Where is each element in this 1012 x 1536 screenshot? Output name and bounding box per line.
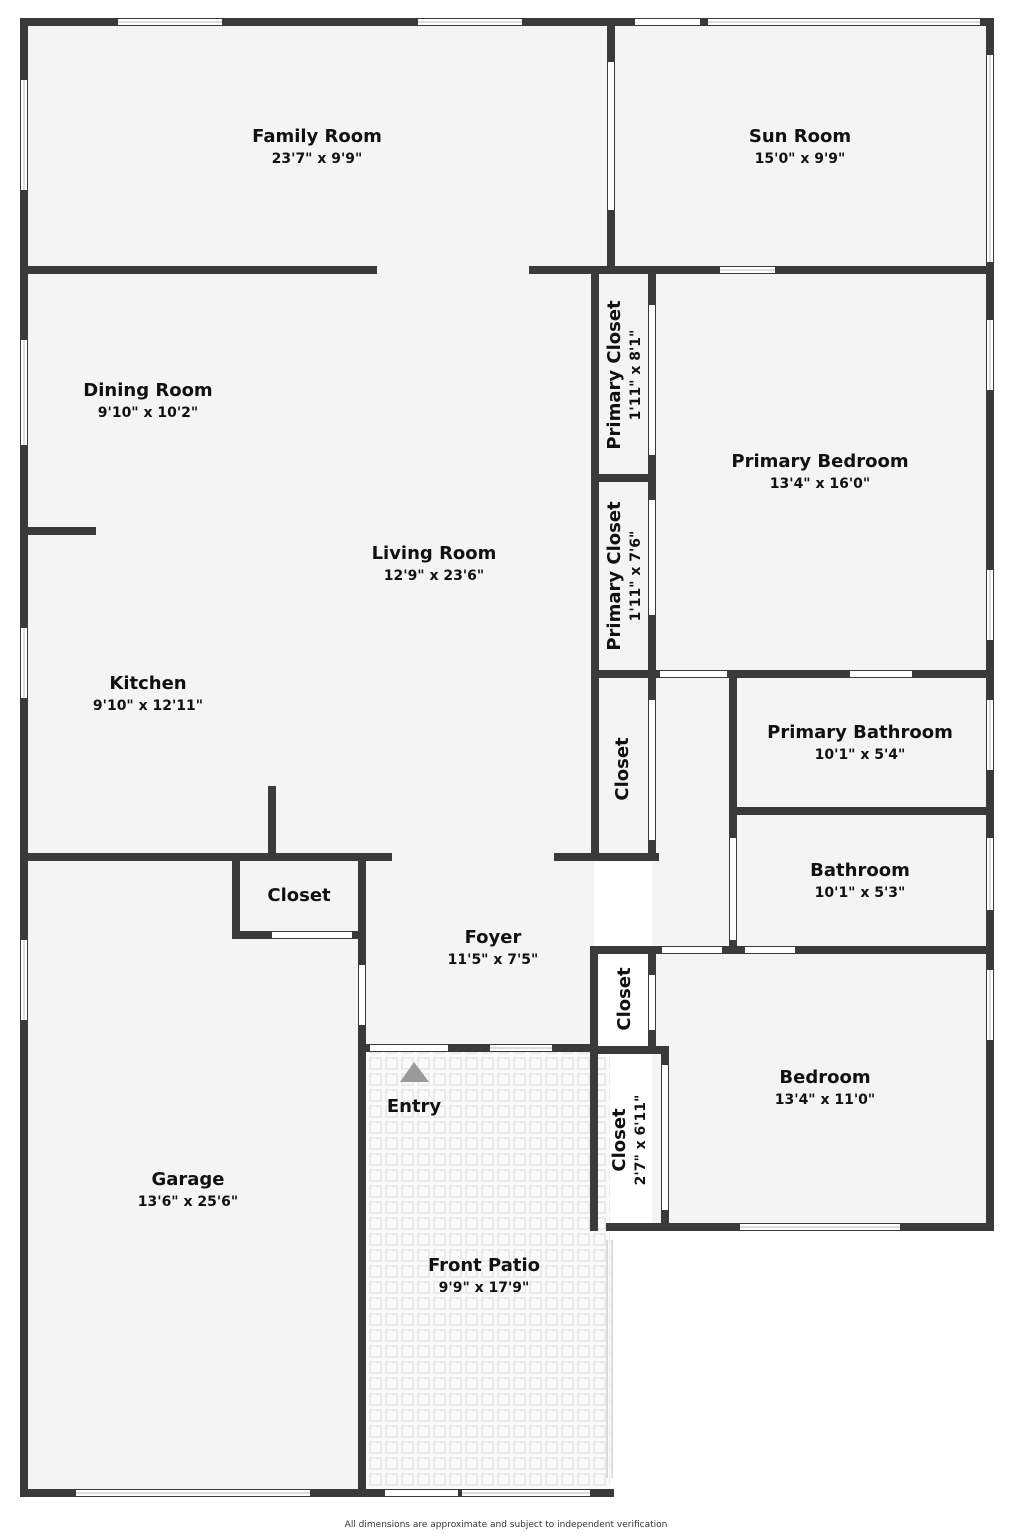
room-name: Closet: [267, 885, 331, 906]
door-openings: [272, 19, 912, 1496]
room-dims: 9'10" x 10'2": [98, 405, 198, 421]
room-dims: 9'9" x 17'9": [439, 1280, 530, 1296]
room-dims: 1'11" x 8'1": [628, 330, 644, 421]
room-dims: 11'5" x 7'5": [448, 952, 539, 968]
room-name: Family Room: [252, 126, 382, 147]
room-name: Primary Bedroom: [731, 451, 908, 472]
room-kitchen: Kitchen 9'10" x 12'11": [93, 673, 203, 714]
room-sun-room: Sun Room 15'0" x 9'9": [749, 126, 851, 167]
room-dims: 10'1" x 5'3": [815, 885, 906, 901]
room-living-room: Living Room 12'9" x 23'6": [372, 543, 497, 584]
room-dims: 1'11" x 7'6": [628, 531, 644, 622]
room-name: Garage: [151, 1169, 224, 1190]
room-family-room: Family Room 23'7" x 9'9": [252, 126, 382, 167]
room-primary-bedroom: Primary Bedroom 13'4" x 16'0": [731, 451, 908, 492]
room-dining-room: Dining Room 9'10" x 10'2": [83, 380, 212, 421]
room-dims: 13'4" x 11'0": [775, 1092, 875, 1108]
room-name: Closet: [614, 967, 635, 1031]
room-dims: 15'0" x 9'9": [755, 151, 846, 167]
room-bedroom: Bedroom 13'4" x 11'0": [775, 1067, 875, 1108]
room-dims: 10'1" x 5'4": [815, 747, 906, 763]
room-name: Sun Room: [749, 126, 851, 147]
room-primary-bathroom: Primary Bathroom 10'1" x 5'4": [767, 722, 953, 763]
room-garage-closet: Closet: [267, 885, 331, 906]
room-dims: 2'7" x 6'11": [633, 1095, 649, 1186]
room-primary-closet-1: Primary Closet 1'11" x 8'1": [604, 300, 644, 450]
room-foyer: Foyer 11'5" x 7'5": [448, 927, 539, 968]
room-name: Dining Room: [83, 380, 212, 401]
entry-arrow-icon: [400, 1062, 429, 1082]
patio-tile-floor: [362, 1048, 610, 1493]
room-entry: Entry: [387, 1096, 442, 1117]
room-garage: Garage 13'6" x 25'6": [138, 1169, 238, 1210]
room-primary-closet-2: Primary Closet 1'11" x 7'6": [604, 501, 644, 651]
room-name: Primary Closet: [604, 300, 625, 450]
room-name: Primary Bathroom: [767, 722, 953, 743]
room-bedroom-closet-2: Closet 2'7" x 6'11": [609, 1095, 649, 1186]
room-dims: 13'4" x 16'0": [770, 476, 870, 492]
room-name: Kitchen: [109, 673, 186, 694]
room-hall-closet: Closet: [612, 737, 633, 801]
room-name: Entry: [387, 1096, 442, 1117]
room-name: Bedroom: [779, 1067, 870, 1088]
room-dims: 9'10" x 12'11": [93, 698, 203, 714]
room-name: Front Patio: [428, 1255, 540, 1276]
room-dims: 23'7" x 9'9": [272, 151, 363, 167]
room-name: Living Room: [372, 543, 497, 564]
room-front-patio: Front Patio 9'9" x 17'9": [428, 1255, 540, 1296]
room-name: Foyer: [465, 927, 522, 948]
room-name: Bathroom: [810, 860, 910, 881]
room-name: Closet: [612, 737, 633, 801]
room-dims: 12'9" x 23'6": [384, 568, 484, 584]
windows: [21, 19, 993, 1496]
room-dims: 13'6" x 25'6": [138, 1194, 238, 1210]
disclaimer-footer: All dimensions are approximate and subje…: [344, 1520, 668, 1530]
floors: [24, 22, 990, 1497]
room-name: Primary Closet: [604, 501, 625, 651]
room-bedroom-closet-1: Closet: [614, 967, 635, 1031]
room-name: Closet: [609, 1108, 630, 1172]
room-bathroom: Bathroom 10'1" x 5'3": [810, 860, 910, 901]
